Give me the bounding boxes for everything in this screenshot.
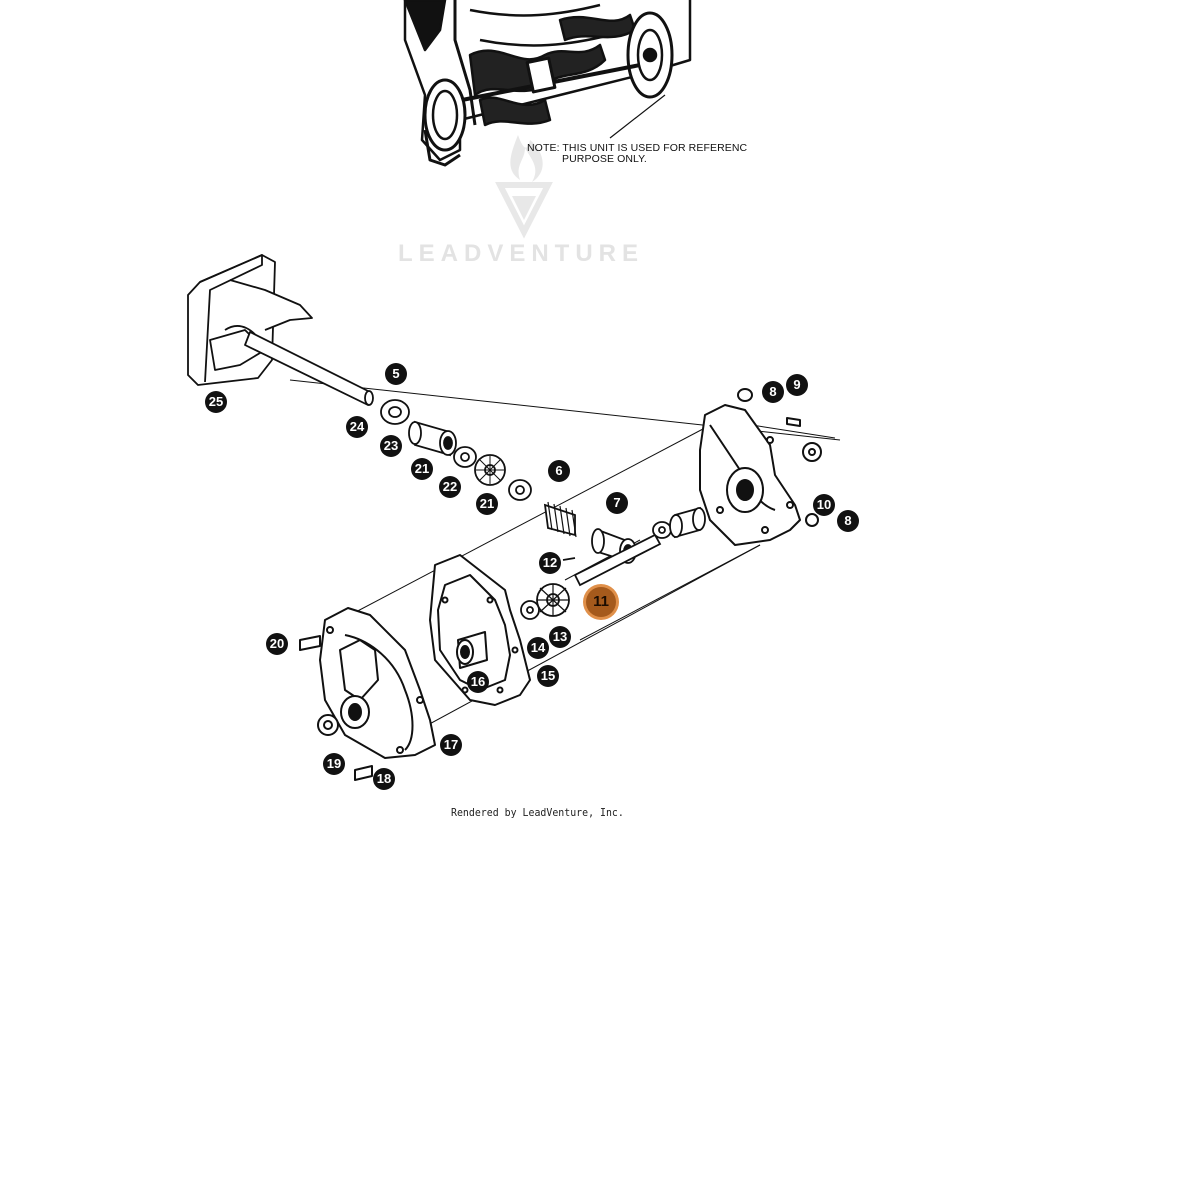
gear-housing-right — [699, 388, 822, 546]
callout-15[interactable]: 15 — [537, 665, 559, 687]
callout-19[interactable]: 19 — [323, 753, 345, 775]
reference-unit-illustration — [403, 0, 692, 167]
callout-17[interactable]: 17 — [440, 734, 462, 756]
callout-5[interactable]: 5 — [385, 363, 407, 385]
impeller-assembly — [187, 254, 374, 406]
callout-9[interactable]: 9 — [786, 374, 808, 396]
callout-13[interactable]: 13 — [549, 626, 571, 648]
callout-8-right[interactable]: 8 — [837, 510, 859, 532]
render-credit: Rendered by LeadVenture, Inc. — [451, 806, 624, 819]
reference-note: NOTE: THIS UNIT IS USED FOR REFERENC PUR… — [527, 143, 747, 165]
gear-housing-left — [299, 607, 436, 781]
callout-21-bottom[interactable]: 21 — [476, 493, 498, 515]
callout-10[interactable]: 10 — [813, 494, 835, 516]
callout-18[interactable]: 18 — [373, 768, 395, 790]
callout-21-top[interactable]: 21 — [411, 458, 433, 480]
reference-note-line2: PURPOSE ONLY. — [562, 153, 647, 165]
gasket — [429, 554, 531, 706]
callout-24[interactable]: 24 — [346, 416, 368, 438]
watermark-text: LEADVENTURE — [398, 240, 645, 267]
callout-7[interactable]: 7 — [606, 492, 628, 514]
callout-25[interactable]: 25 — [205, 391, 227, 413]
callout-20[interactable]: 20 — [266, 633, 288, 655]
callout-6[interactable]: 6 — [548, 460, 570, 482]
callout-8-top[interactable]: 8 — [762, 381, 784, 403]
callout-16[interactable]: 16 — [467, 671, 489, 693]
callout-11-selected[interactable]: 11 — [586, 587, 616, 617]
callout-23[interactable]: 23 — [380, 435, 402, 457]
shaft-components — [380, 399, 706, 620]
callout-14[interactable]: 14 — [527, 637, 549, 659]
callout-22[interactable]: 22 — [439, 476, 461, 498]
leadventure-logo-icon — [495, 135, 553, 239]
reference-note-line1: NOTE: THIS UNIT IS USED FOR REFERENC — [527, 142, 748, 154]
callout-12[interactable]: 12 — [539, 552, 561, 574]
